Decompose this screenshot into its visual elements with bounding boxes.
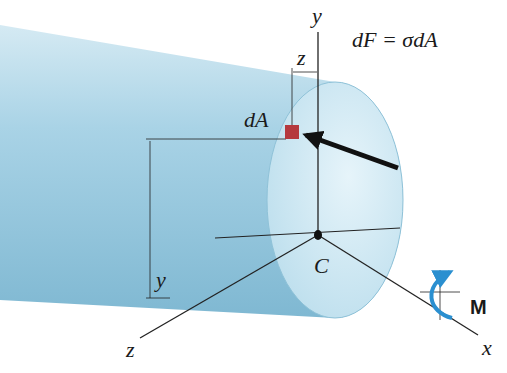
z-axis [140, 235, 318, 338]
axis-label: z [126, 338, 135, 362]
dimension-label: z [297, 46, 306, 70]
moment-axis [420, 292, 460, 293]
reference-line [215, 228, 400, 238]
extension-line [146, 298, 170, 299]
extension-line [292, 68, 293, 126]
axis-label: y [312, 4, 322, 28]
centroid-dot [314, 230, 322, 240]
centroid-label: C [314, 254, 329, 278]
area-element [285, 125, 299, 139]
x-axis [318, 235, 478, 335]
extension-line [146, 139, 286, 140]
beam-body [0, 25, 403, 318]
element-label: dA [244, 108, 268, 132]
y-axis [317, 32, 318, 235]
moment-arrow [431, 272, 452, 318]
force-label: dF = σdA [352, 28, 438, 52]
cross-section [267, 82, 403, 318]
moment-label: M [470, 296, 487, 318]
dimension-label: y [156, 268, 166, 292]
axis-label: x [482, 336, 492, 360]
dimension-line [293, 72, 317, 73]
force-arrow [306, 135, 398, 168]
dimension-line [150, 141, 151, 298]
